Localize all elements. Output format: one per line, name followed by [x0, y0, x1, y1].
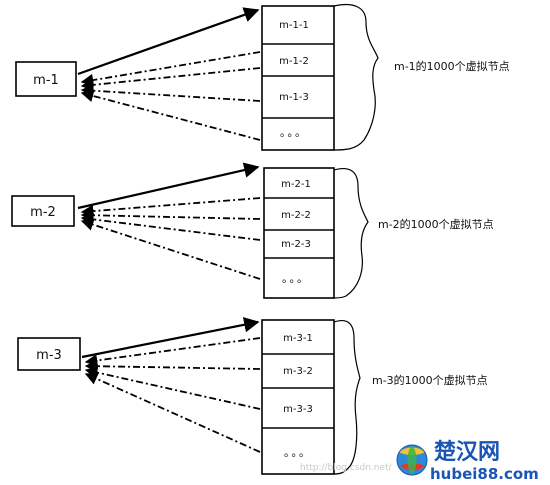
dashed-arrow	[84, 372, 261, 453]
group-caption: m-3的1000个虚拟节点	[372, 373, 488, 387]
virtual-node-cell: m-3-2	[283, 366, 313, 377]
globe-icon	[396, 444, 428, 476]
dashed-arrow	[80, 213, 261, 241]
virtual-node-cell: m-1-2	[279, 56, 309, 67]
server-box	[11, 195, 75, 227]
group-m2: m-2 m-2-1 m-2-2 m-2-3 。。。 m-2的1000个虚拟节点	[11, 162, 494, 299]
virtual-node-cell: m-3-1	[283, 333, 313, 344]
dashed-arrow	[80, 208, 261, 222]
group-caption: m-1的1000个虚拟节点	[394, 59, 510, 73]
server-label: m-1	[33, 73, 59, 88]
server-box	[15, 61, 77, 97]
solid-arrow	[81, 317, 260, 359]
virtual-node-cell: m-2-2	[281, 210, 311, 221]
dashed-arrow	[80, 89, 261, 141]
curly-brace	[333, 167, 369, 299]
brand-name-cn: 楚汉网	[434, 440, 500, 465]
virtual-node-ellipsis: 。。。	[280, 126, 308, 139]
brand-logo: 楚汉网 hubei88.com	[396, 440, 539, 483]
dashed-arrow	[84, 359, 261, 373]
virtual-node-cell: m-1-3	[279, 92, 309, 103]
dashed-arrow	[80, 218, 261, 280]
virtual-node-ellipsis: 。。。	[284, 446, 312, 459]
virtual-node-cell: m-2-1	[281, 179, 311, 190]
group-m3-arrows	[81, 317, 261, 453]
virtual-node-column: m-3-1 m-3-2 m-3-3 。。。	[261, 319, 335, 475]
curly-brace	[333, 319, 361, 475]
server-label: m-3	[36, 348, 62, 363]
virtual-node-ellipsis: 。。。	[282, 272, 310, 285]
dashed-arrow	[84, 337, 261, 367]
virtual-node-cell: m-3-3	[283, 404, 313, 415]
virtual-node-cell: m-1-1	[279, 20, 309, 31]
group-m3: m-3 m-3-1 m-3-2 m-3-3 。。。 m-3的1000个虚拟节点	[17, 317, 488, 475]
group-m1-arrows	[77, 7, 261, 141]
dashed-arrow	[80, 51, 261, 87]
solid-arrow	[77, 7, 260, 76]
dashed-arrow	[84, 366, 261, 410]
solid-arrow	[77, 162, 260, 210]
virtual-node-cell: m-2-3	[281, 239, 311, 250]
url-watermark: http://blog.csdn.net/	[300, 463, 393, 473]
virtual-node-column: m-1-1 m-1-2 m-1-3 。。。	[261, 5, 335, 151]
group-caption: m-2的1000个虚拟节点	[378, 217, 494, 231]
server-label: m-2	[30, 205, 56, 220]
group-m1: m-1 m-1-1 m-1-2 m-1-3 。。。 m-1的1000个虚拟节点	[15, 3, 510, 151]
server-box	[17, 337, 81, 371]
group-m2-arrows	[77, 162, 261, 280]
virtual-node-column: m-2-1 m-2-2 m-2-3 。。。	[263, 167, 335, 299]
brand-name-en: hubei88.com	[430, 465, 539, 483]
curly-brace	[333, 3, 379, 151]
